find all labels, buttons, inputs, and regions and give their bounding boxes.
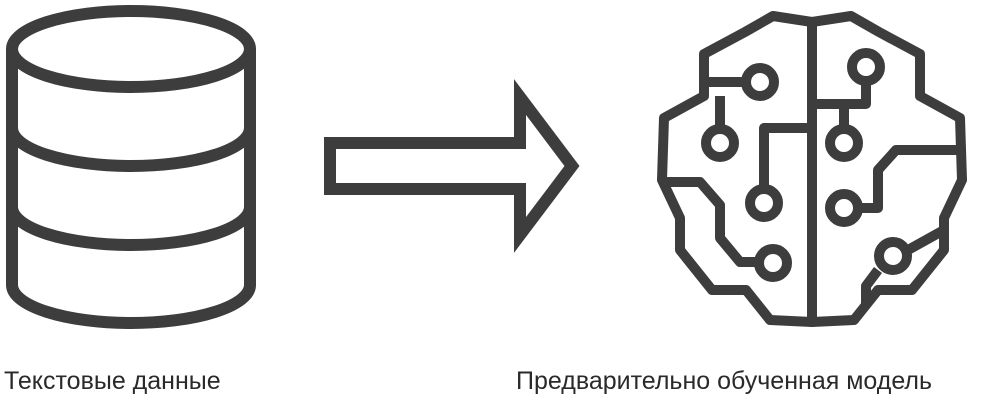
target-label: Предварительно обученная модель [516,367,933,395]
arrow-right-icon [324,79,580,253]
source-label: Текстовые данные [4,367,221,395]
database-icon [6,5,256,329]
brain-circuit-icon [657,11,967,327]
